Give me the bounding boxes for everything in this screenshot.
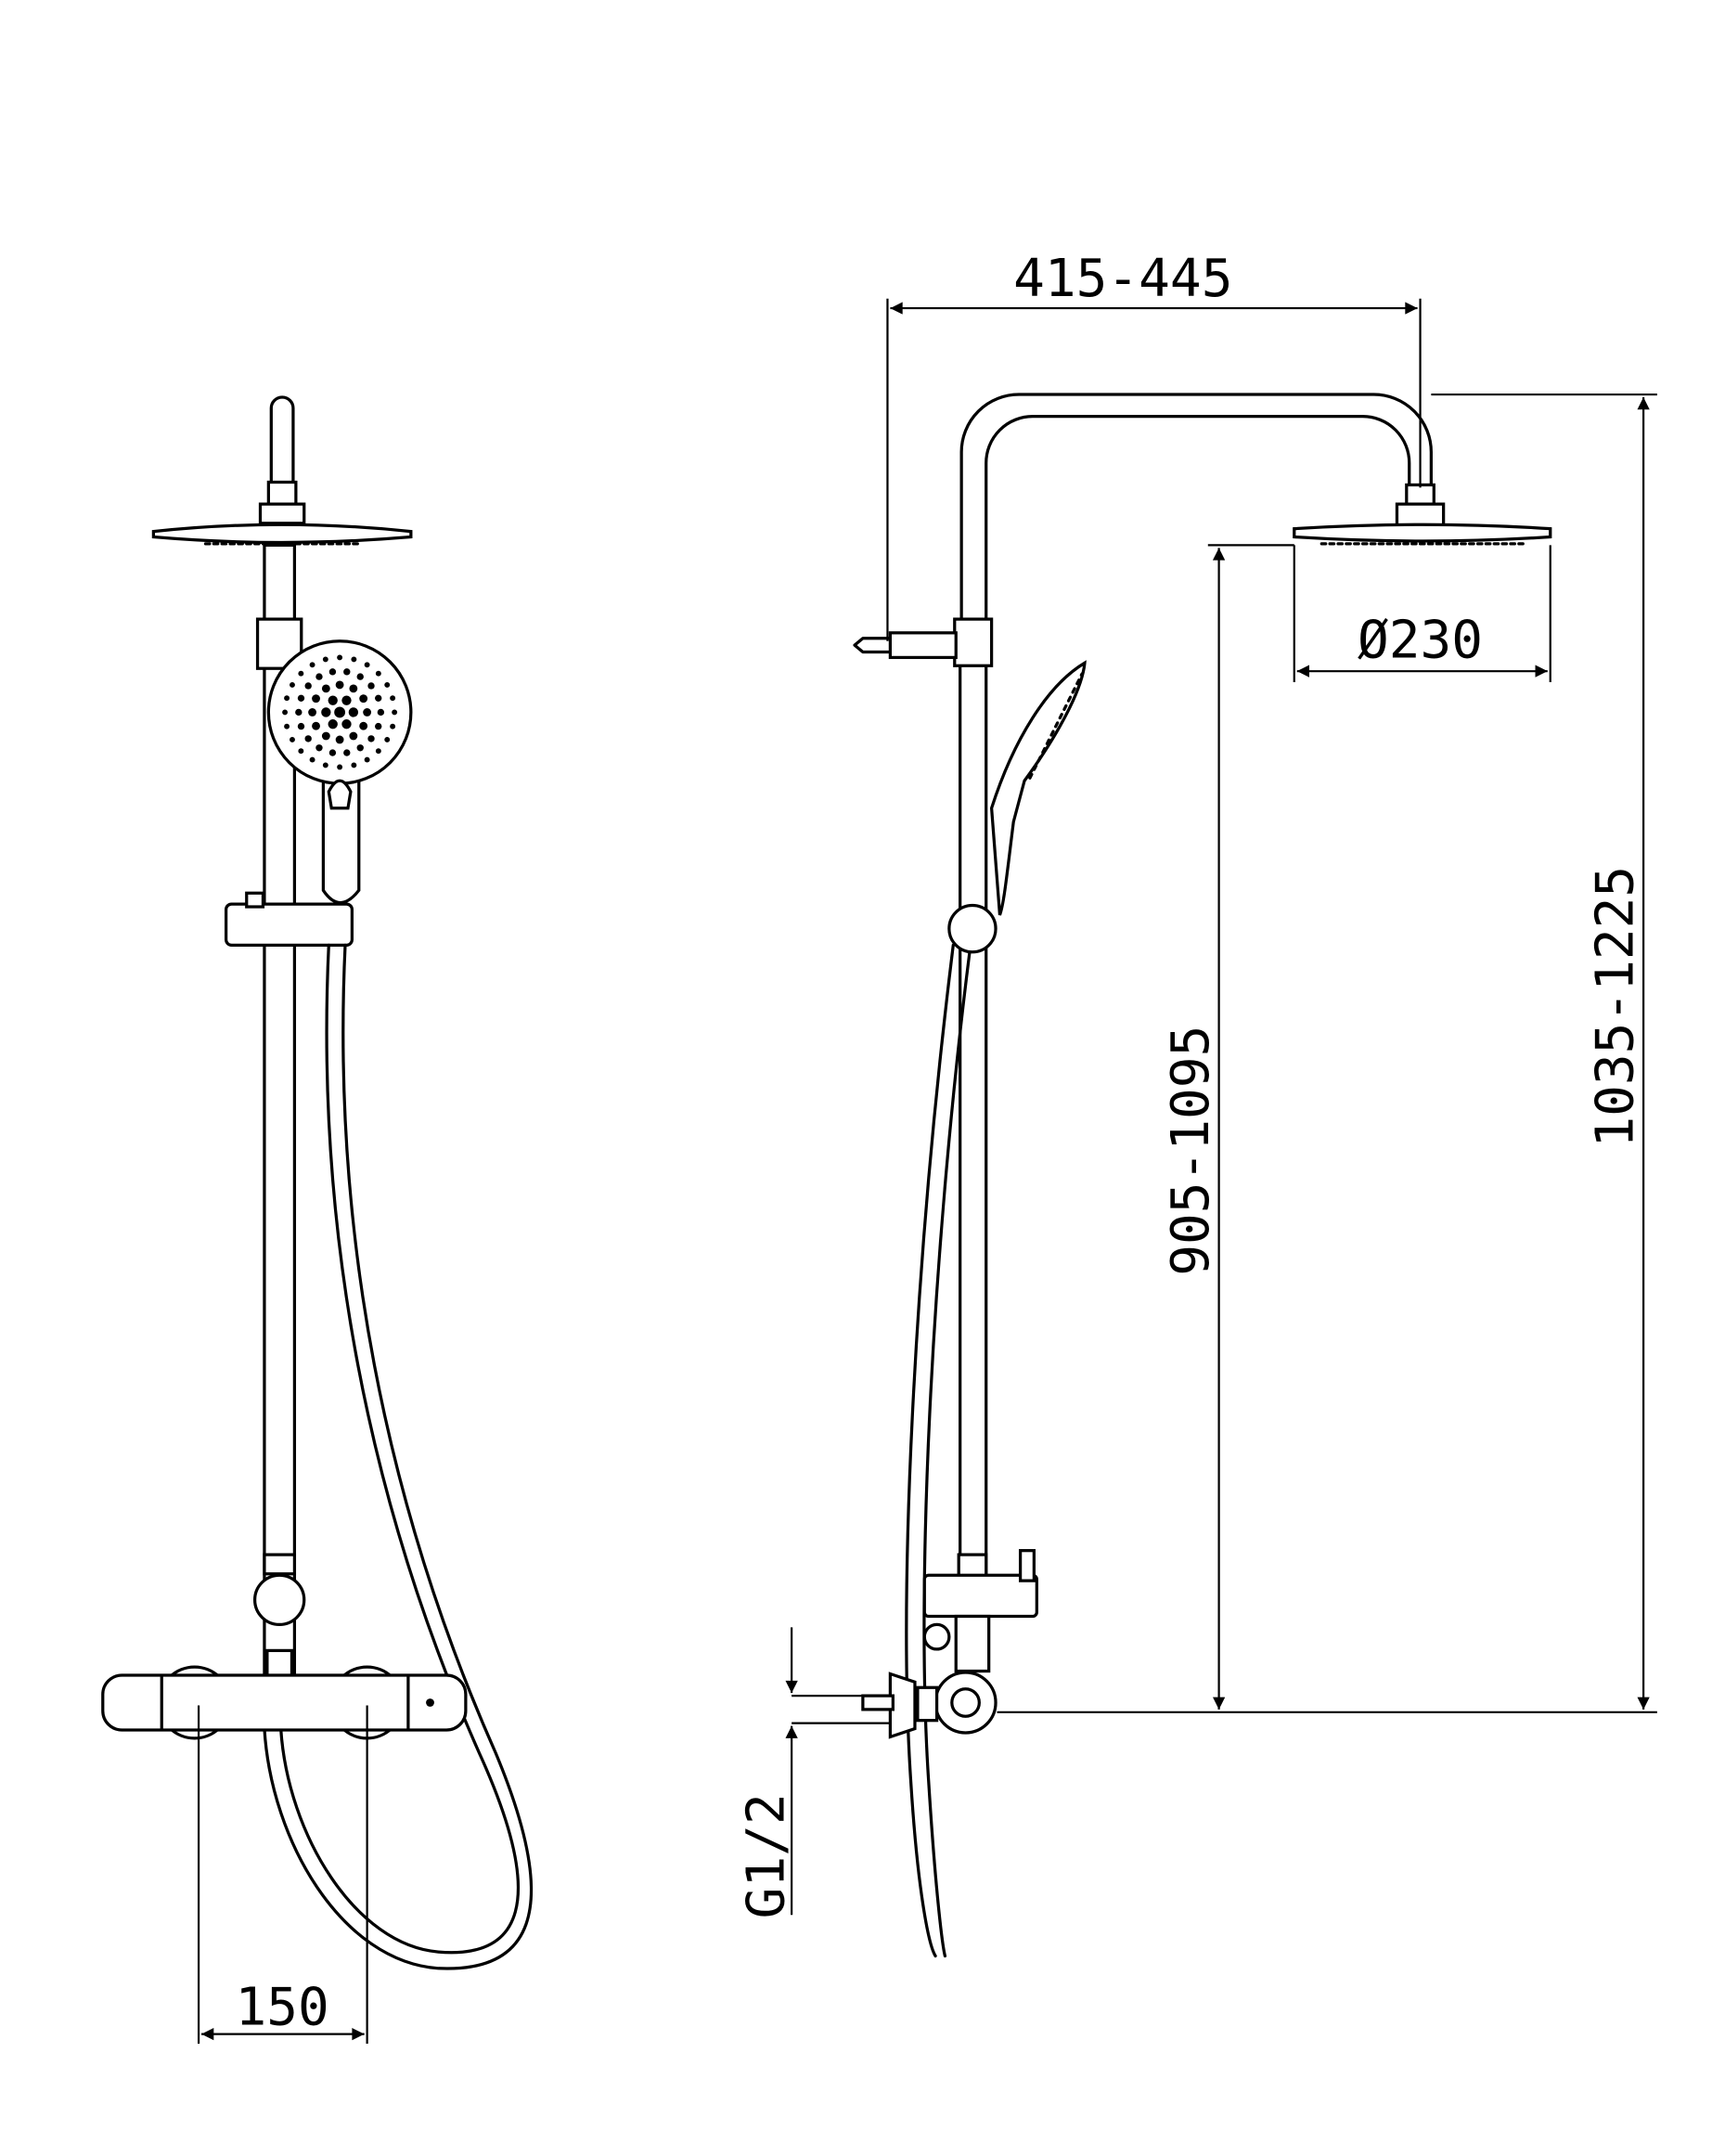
- nozzle-dot: [343, 668, 351, 676]
- nozzle-dot: [364, 662, 370, 668]
- wall-bracket: [888, 631, 958, 660]
- nozzle-dot: [298, 748, 304, 755]
- front-rain-head: [151, 523, 413, 545]
- nozzle-dot: [356, 744, 364, 752]
- nozzle-dot: [290, 681, 295, 688]
- nozzle-dot: [284, 723, 290, 729]
- nozzle-dot: [321, 731, 330, 741]
- nozzle-dot: [390, 695, 396, 702]
- side-rain-head: [1293, 523, 1552, 543]
- nozzle-dot: [309, 756, 315, 763]
- nozzle-dot: [367, 735, 375, 742]
- nozzle-dot: [348, 707, 359, 717]
- head-height-label: 905-1095: [1161, 1026, 1221, 1276]
- nozzle-dot: [377, 708, 385, 717]
- front-thermostat-body: [101, 1673, 468, 1732]
- nozzle-dot: [297, 722, 305, 730]
- nozzle-dot: [304, 682, 312, 690]
- nozzle-dot: [315, 744, 323, 752]
- nozzle-dot: [282, 709, 289, 716]
- front-top-arm: [269, 395, 295, 509]
- nozzle-dot: [343, 749, 351, 756]
- nozzle-dot: [337, 654, 343, 661]
- nozzle-dot: [375, 722, 382, 730]
- front-hose: [279, 943, 520, 1955]
- side-pole: [959, 621, 988, 1584]
- side-slider: [947, 903, 998, 954]
- nozzle-dot: [322, 762, 328, 768]
- nozzle-dot: [321, 707, 331, 717]
- nozzle-dot: [351, 656, 357, 663]
- nozzle-dot: [375, 694, 382, 702]
- front-view: 150: [101, 395, 534, 2044]
- side-view: 415-445 Ø230 905-1095 1035-1225 G1/2: [736, 249, 1657, 1958]
- nozzle-dot: [335, 735, 344, 744]
- inlet-spacing-label: 150: [235, 1977, 328, 2037]
- nozzle-dot: [304, 735, 312, 742]
- nozzle-dot: [341, 695, 352, 705]
- nozzle-dot: [384, 737, 391, 742]
- nozzle-dot: [328, 749, 337, 756]
- nozzle-dot: [315, 673, 323, 680]
- front-slider: [224, 902, 354, 947]
- nozzle-dot: [364, 756, 370, 763]
- nozzle-dot: [297, 694, 305, 702]
- nozzle-dot: [309, 662, 315, 668]
- side-arm: [959, 393, 1433, 626]
- nozzle-dot: [308, 708, 317, 717]
- nozzle-dot: [356, 673, 364, 680]
- nozzle-dot: [328, 719, 338, 729]
- nozzle-dot: [334, 706, 346, 718]
- nozzle-dot: [359, 721, 368, 730]
- spray-nozzles-icon: [282, 654, 398, 770]
- side-hand-shower: [989, 660, 1087, 916]
- thread-label: G1/2: [736, 1793, 796, 1918]
- nozzle-dot: [375, 748, 381, 755]
- nozzle-dot: [363, 708, 372, 717]
- nozzle-dot: [321, 684, 330, 693]
- side-hose: [905, 943, 955, 1958]
- head-diameter-label: Ø230: [1358, 610, 1483, 670]
- nozzle-dot: [295, 708, 302, 717]
- nozzle-dot: [375, 670, 381, 677]
- nozzle-dot: [322, 656, 328, 663]
- nozzle-dot: [284, 695, 290, 702]
- nozzle-dot: [312, 694, 320, 704]
- nozzle-dot: [337, 764, 343, 770]
- nozzle-dot: [351, 762, 357, 768]
- nozzle-dot: [312, 721, 320, 730]
- nozzle-dot: [290, 737, 295, 742]
- nozzle-dot: [390, 723, 396, 729]
- nozzle-dot: [328, 695, 338, 705]
- total-height-label: 1035-1225: [1585, 866, 1645, 1148]
- nozzle-dot: [335, 680, 344, 690]
- nozzle-dot: [384, 681, 391, 688]
- nozzle-dot: [392, 709, 398, 716]
- nozzle-dot: [341, 719, 352, 729]
- nozzle-dot: [298, 670, 304, 677]
- nozzle-dot: [349, 684, 358, 693]
- nozzle-dot: [367, 682, 375, 690]
- nozzle-dot: [359, 694, 368, 704]
- nozzle-dot: [328, 668, 337, 676]
- nozzle-dot: [349, 731, 358, 741]
- front-hand-shower: [266, 639, 413, 905]
- arm-reach-label: 415-445: [1013, 249, 1232, 309]
